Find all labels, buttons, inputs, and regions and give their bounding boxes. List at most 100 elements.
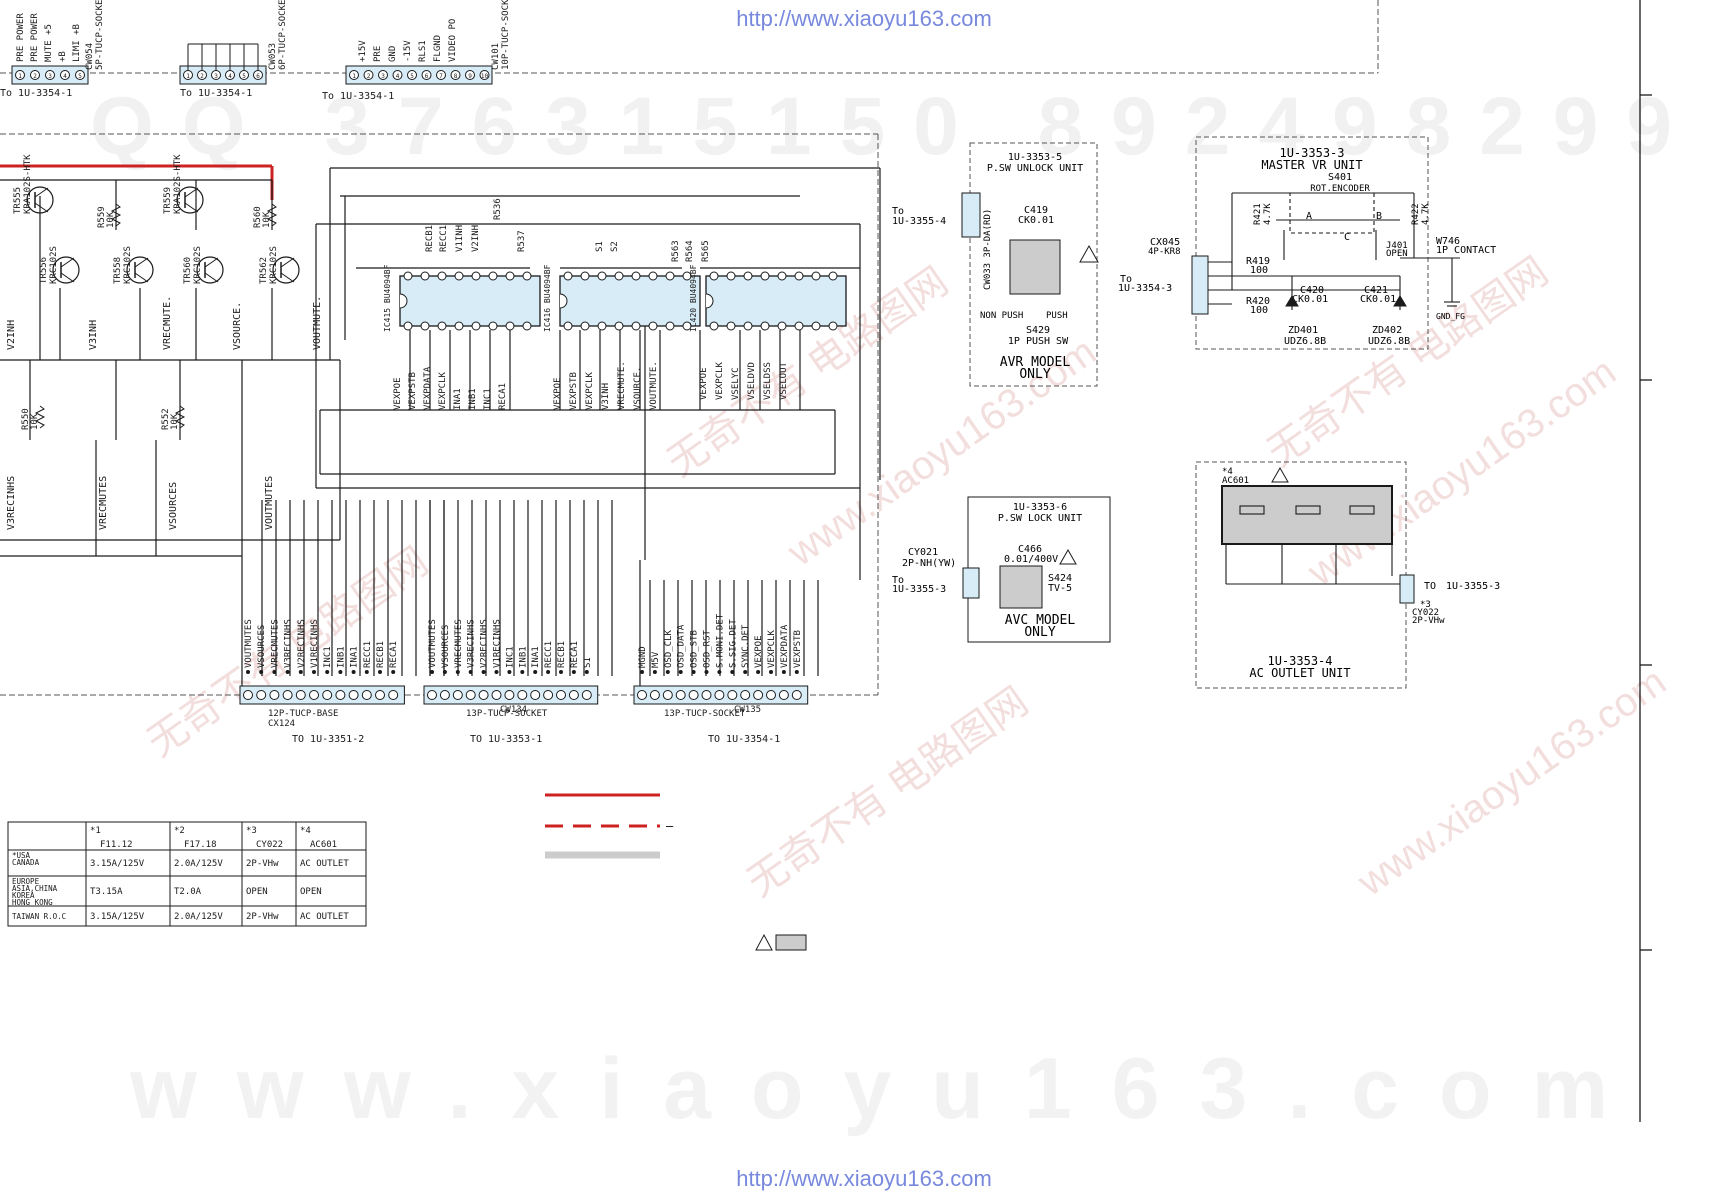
ic-pin <box>811 321 821 331</box>
pin-junction <box>781 670 786 674</box>
connector-pin <box>295 690 306 700</box>
pin-junction <box>259 670 264 674</box>
table-cell: AC OUTLET <box>300 859 349 869</box>
master-sw-b: B <box>1376 211 1382 222</box>
ic-pin <box>743 271 753 281</box>
ic-pin <box>420 271 430 281</box>
pin-number: 4 <box>228 73 232 80</box>
ic-pin <box>665 321 675 331</box>
transistor-emitter <box>204 272 219 283</box>
connector-pin-label: INC1 <box>505 646 515 668</box>
connector-pin <box>568 690 579 700</box>
connector-pin-label: V2RECINHS <box>480 619 490 668</box>
connector-pin <box>439 690 450 700</box>
ic-label: IC415 BU4094BF <box>383 264 392 332</box>
master-gnd: GND_FG <box>1436 312 1465 321</box>
cw053-type: 6P-TUCP-SOCKET <box>278 0 288 70</box>
unlock-to-label: To <box>892 206 904 217</box>
connector-pin <box>649 690 660 700</box>
ic-pin <box>454 321 464 331</box>
connector-pin <box>375 690 385 700</box>
connector-pin <box>183 70 193 80</box>
connector-pin-label: SYNC.DET <box>741 624 751 668</box>
ic1-signal: INA1 <box>453 388 463 410</box>
connector-pin-label: M5V <box>651 651 661 668</box>
connector-pin-label: VOUTMUTES <box>244 619 254 668</box>
pin-number: 2 <box>367 73 371 80</box>
connector-pin <box>239 70 249 80</box>
pin-junction <box>717 670 722 674</box>
connector-pin <box>348 690 359 700</box>
ic-top-label: R563 <box>671 240 681 262</box>
ac-unit-title: AC OUTLET UNIT <box>1249 666 1350 680</box>
connector-pin <box>791 690 802 700</box>
resistor-value: 10K <box>30 413 40 430</box>
cw101-pin-label: -15V <box>403 40 413 62</box>
connector-pin-label: VEXPCLK <box>767 629 777 668</box>
unlock-switch: S429 <box>1026 325 1050 336</box>
table-cell: 3.15A/125V <box>90 859 145 869</box>
connector-pin <box>662 690 673 700</box>
table-cell: 3.15A/125V <box>90 912 145 922</box>
transistor-ref: TR560 <box>183 257 193 284</box>
pin-number: 8 <box>454 73 458 80</box>
pin-junction <box>507 670 512 674</box>
unlock-connector: CW033 3P-DA(RD) <box>983 209 993 290</box>
legend-dash-suffix: — <box>666 819 674 833</box>
pin-junction <box>391 670 396 674</box>
table-subheader: F17.18 <box>184 840 217 850</box>
table-header: *2 <box>174 826 185 836</box>
connector-pin-label: VRECMUTES <box>270 619 280 668</box>
pin-junction <box>652 670 657 674</box>
pin-junction <box>678 670 683 674</box>
connector-pin <box>388 690 399 700</box>
table-subheader: F11.12 <box>100 840 133 850</box>
zener-diode-icon <box>1285 295 1407 307</box>
connector-pin-label: RECA1 <box>389 641 399 668</box>
ic-label: IC416 BU4094BF <box>543 264 552 332</box>
connector-pin <box>256 690 267 700</box>
lock-unit-title: P.SW LOCK UNIT <box>998 513 1082 524</box>
connector-pin-label: VSOURCES <box>441 625 451 668</box>
wiring <box>0 167 881 696</box>
resistor-symbol <box>34 405 46 429</box>
ic-pin <box>777 271 787 281</box>
cw054-dest: To 1U-3354-1 <box>0 88 72 99</box>
connector-pin-label: VRECMUTES <box>454 619 464 668</box>
master-c421-value: CK0.01 <box>1360 294 1396 305</box>
connector-pin <box>309 690 319 700</box>
transistor-part: KRA102S-HTK <box>23 154 33 214</box>
master-switch-type: ROT.ENCODER <box>1310 184 1370 194</box>
connector-pin <box>322 690 333 700</box>
connector-pin-label: RECB1 <box>376 641 386 668</box>
ic-pin <box>726 321 736 331</box>
master-switch: S401 <box>1328 172 1352 183</box>
ic-top-label: R565 <box>701 240 711 262</box>
pin-junction <box>704 670 709 674</box>
table-subheader: AC601 <box>310 840 337 850</box>
pin-junction <box>533 670 538 674</box>
cw101-dest: To 1U-3354-1 <box>322 91 394 102</box>
signal-label: VOUTMUTE. <box>312 296 323 350</box>
resistor-symbol <box>174 405 186 429</box>
top-board-boundary <box>0 0 1379 74</box>
ac-connector-ref: *3 <box>1420 600 1431 610</box>
master-zd401: ZD401 <box>1288 325 1318 336</box>
connector-pin <box>269 690 280 700</box>
resistor-ref: R560 <box>253 206 263 228</box>
ic-pin <box>828 321 838 331</box>
connector-pin <box>407 70 417 80</box>
pin-junction <box>756 670 761 674</box>
ic2-signal: V3INH <box>601 383 611 410</box>
connector-pin <box>253 70 263 80</box>
ic2-signal: VOUTMUTE. <box>649 361 659 410</box>
signal-label: V3INH <box>88 320 99 350</box>
cw054-pin-label: PRE POWER <box>16 13 26 62</box>
resistor-ref: R552 <box>161 408 171 430</box>
pin-junction <box>246 670 250 674</box>
master-zd402-value: UDZ6.8B <box>1368 336 1410 347</box>
master-c420-value: CK0.01 <box>1292 294 1328 305</box>
unlock-note: AVR MODEL <box>1000 355 1071 370</box>
